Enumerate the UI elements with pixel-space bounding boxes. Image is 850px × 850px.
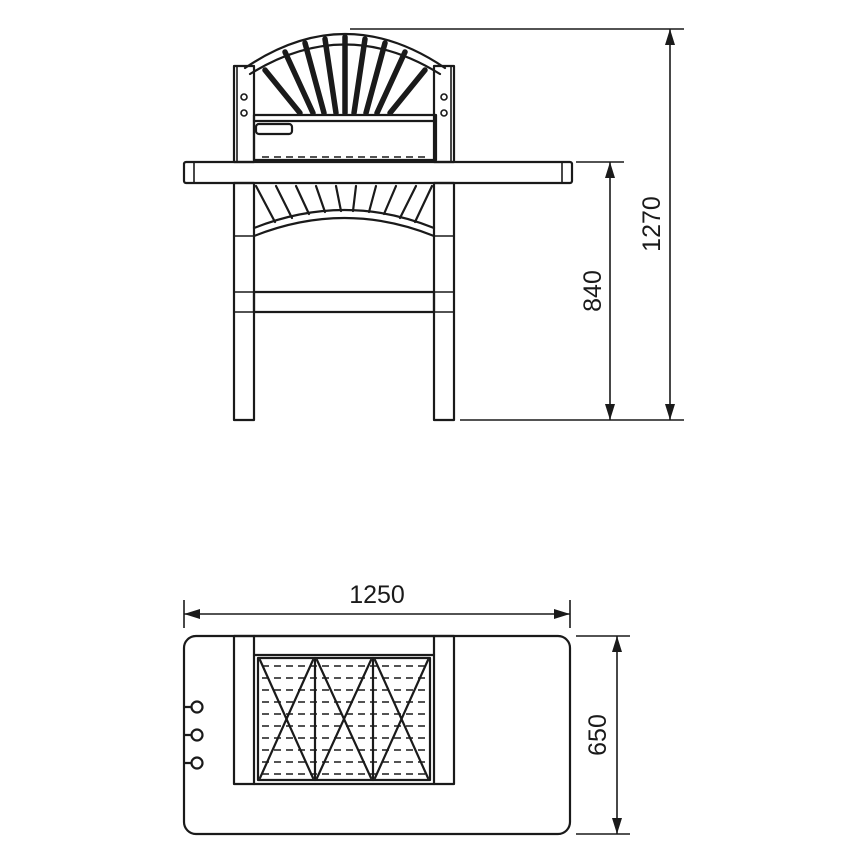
dimension-table-height: 840: [576, 161, 624, 420]
depth-label: 650: [584, 714, 612, 756]
dimension-total-height: 1270: [350, 28, 684, 421]
dimension-depth: 650: [576, 635, 630, 835]
fan-back-panel: [243, 32, 447, 116]
front-view: [182, 32, 574, 422]
grill-cross-braces: [258, 658, 430, 780]
width-label: 1250: [349, 581, 405, 609]
plan-view: [182, 634, 572, 836]
lower-fan-apron: [252, 184, 436, 238]
total-height-label: 1270: [638, 196, 666, 252]
table-height-label: 840: [579, 270, 607, 312]
stretcher-rail: [252, 290, 436, 314]
table-top-front: [182, 160, 574, 185]
grill-frame-plan: [232, 634, 456, 786]
side-hooks: [183, 700, 204, 770]
dimension-width: 1250: [183, 581, 571, 628]
grill-firebox: [252, 113, 438, 162]
